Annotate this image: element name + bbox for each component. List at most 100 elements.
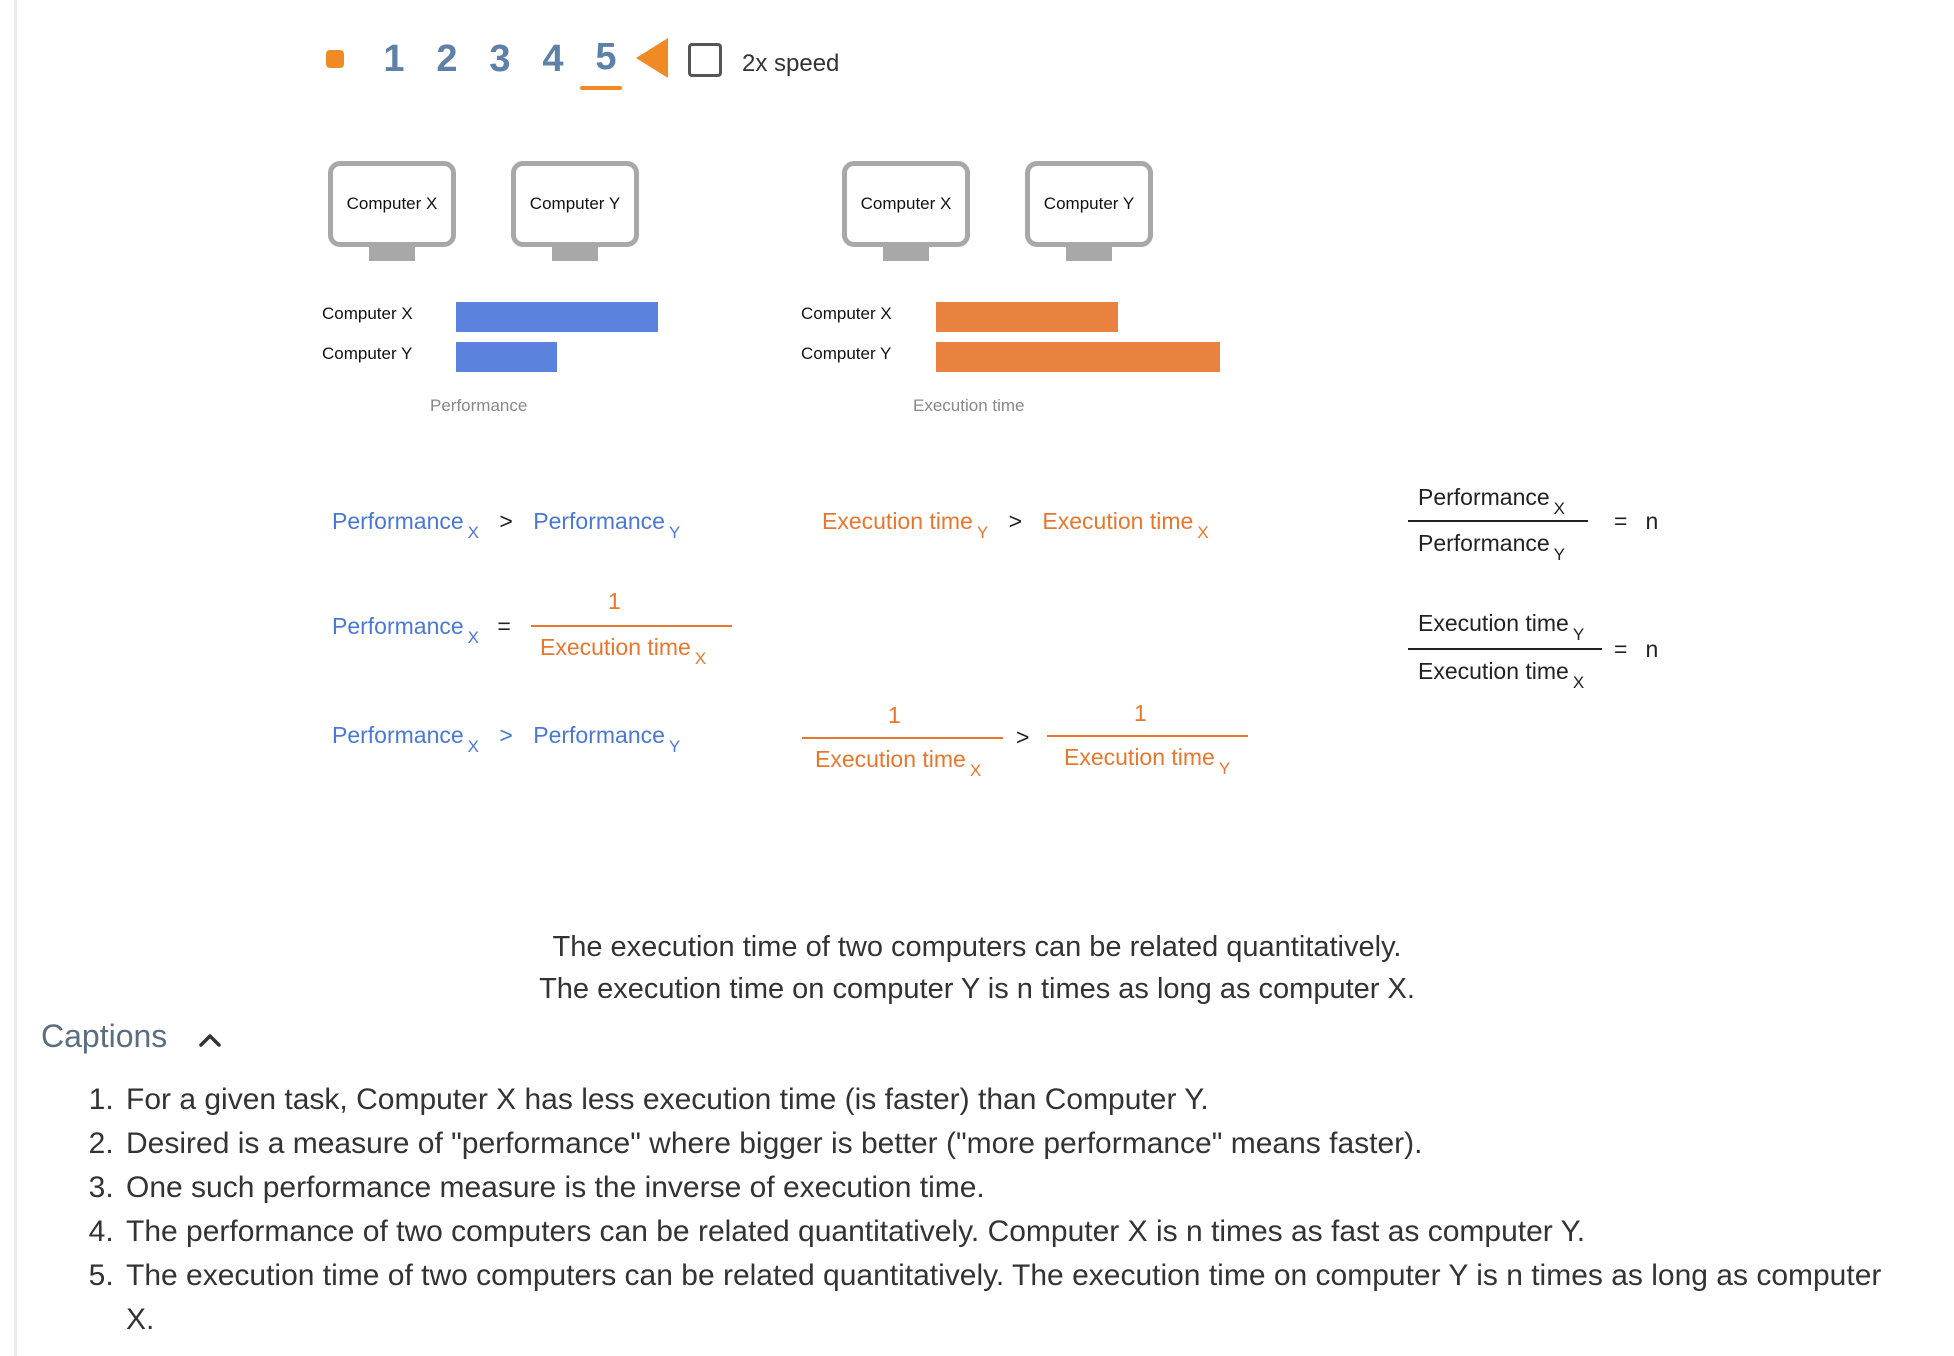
axis-label: Execution time [913, 396, 1025, 415]
term: Performance [1418, 530, 1550, 556]
monitor-stand [552, 247, 598, 261]
operator: > [499, 508, 513, 534]
term: Execution time [822, 508, 973, 534]
subscript: X [694, 649, 707, 668]
left-border [14, 0, 17, 1356]
performance-bar-x [456, 302, 658, 332]
term: Execution time [1418, 610, 1569, 636]
subscript: X [1572, 673, 1585, 692]
subscript: X [467, 737, 480, 756]
term: Performance [1418, 484, 1550, 510]
ratio-equals-n: =n [1614, 508, 1658, 535]
axis-label: Performance [430, 396, 528, 415]
caption-item: For a given task, Computer X has less ex… [122, 1078, 1902, 1122]
subscript: Y [976, 523, 989, 542]
play-back-icon[interactable] [636, 38, 668, 78]
monitor-label: Computer Y [1043, 194, 1135, 213]
subscript: X [467, 523, 480, 542]
term: Performance [332, 613, 464, 639]
term: Performance [533, 722, 665, 748]
monitor-stand [883, 247, 929, 261]
caption-item: One such performance measure is the inve… [122, 1166, 1902, 1210]
caption-line-1: The execution time of two computers can … [552, 931, 1402, 963]
subscript: X [467, 628, 480, 647]
subscript: Y [1553, 545, 1566, 564]
bar-label: Computer X [801, 304, 892, 323]
fraction-line [1408, 648, 1602, 650]
bar-label: Computer X [322, 304, 413, 323]
subscript: Y [668, 737, 681, 756]
chevron-up-icon[interactable] [196, 1026, 224, 1054]
bar-label: Computer Y [322, 344, 413, 363]
monitor-computer-x: Computer X [328, 161, 456, 247]
stop-button[interactable] [326, 50, 344, 68]
caption-line-2: The execution time on computer Y is n ti… [539, 973, 1415, 1005]
term: Performance [332, 722, 464, 748]
subscript: X [969, 761, 982, 780]
subscript: Y [1572, 625, 1585, 644]
active-step-underline [580, 86, 622, 90]
execution-time-bar-y [936, 342, 1220, 372]
operator: = [1614, 636, 1628, 662]
term: Execution time [1064, 744, 1215, 770]
performance-bar-y [456, 342, 557, 372]
execution-time-bar-x [936, 302, 1118, 332]
monitor-label: Computer X [860, 194, 952, 213]
term: Execution time [1418, 658, 1569, 684]
operator: > [1008, 508, 1023, 534]
term: Performance [332, 508, 464, 534]
fraction-line [1047, 735, 1248, 737]
variable-n: n [1645, 508, 1659, 534]
caption-item: The performance of two computers can be … [122, 1210, 1902, 1254]
subscript: X [1197, 523, 1209, 542]
term: Execution time [1042, 508, 1194, 534]
caption-item: The execution time of two computers can … [122, 1254, 1902, 1342]
term: Execution time [815, 746, 966, 772]
subscript: X [1553, 499, 1566, 518]
step-3-button[interactable]: 3 [489, 38, 511, 80]
operator: = [497, 613, 511, 639]
monitor-computer-x: Computer X [842, 161, 970, 247]
monitor-stand [1066, 247, 1112, 261]
fraction-line [531, 625, 732, 627]
monitor-computer-y: Computer Y [1025, 161, 1153, 247]
bar-label: Computer Y [801, 344, 892, 363]
speed-checkbox[interactable] [688, 43, 722, 77]
numerator-one: 1 [608, 588, 621, 614]
numerator-one: 1 [888, 702, 901, 728]
fraction-line [1408, 520, 1588, 522]
term: Performance [533, 508, 665, 534]
numerator-one: 1 [1134, 700, 1147, 726]
monitor-label: Computer X [346, 194, 438, 213]
fraction-line [802, 737, 1003, 739]
step-2-button[interactable]: 2 [436, 38, 458, 80]
operator-gt: > [1016, 724, 1030, 750]
monitor-computer-y: Computer Y [511, 161, 639, 247]
step-4-button[interactable]: 4 [542, 38, 564, 80]
captions-list: For a given task, Computer X has less ex… [84, 1078, 1902, 1342]
subscript: Y [668, 523, 681, 542]
monitor-label: Computer Y [529, 194, 621, 213]
variable-n: n [1645, 636, 1659, 662]
step-1-button[interactable]: 1 [383, 38, 405, 80]
step-5-button[interactable]: 5 [595, 36, 617, 78]
term: Execution time [540, 634, 691, 660]
caption-item: Desired is a measure of "performance" wh… [122, 1122, 1902, 1166]
operator: = [1614, 508, 1628, 534]
operator: > [499, 722, 513, 748]
captions-toggle[interactable]: Captions [41, 1018, 168, 1054]
subscript: Y [1218, 759, 1231, 778]
ratio-equals-n: =n [1614, 636, 1658, 663]
speed-label: 2x speed [742, 50, 840, 77]
